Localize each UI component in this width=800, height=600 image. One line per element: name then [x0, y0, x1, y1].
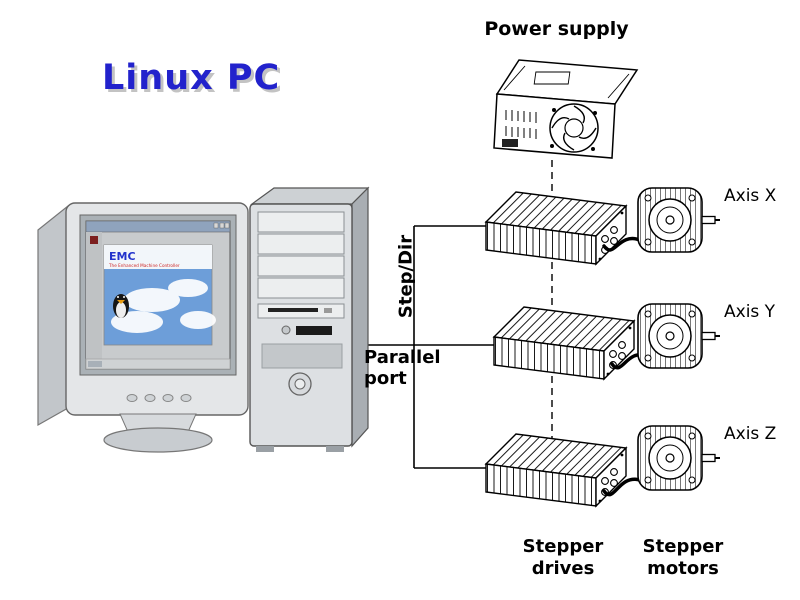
- power-supply-label: Power supply: [484, 18, 629, 40]
- axis-z-label: Axis Z: [724, 424, 777, 444]
- stepper-motor-z: [637, 425, 721, 491]
- stepper-drives-label: Stepper drives: [522, 536, 604, 579]
- step-dir-label: Step/Dir: [395, 234, 417, 319]
- stepper-motor-x: [637, 187, 721, 253]
- stepper-drive-3: [485, 433, 627, 507]
- emc-brand-text: EMC: [109, 250, 136, 263]
- floppy-drive: [257, 303, 345, 319]
- taskbar: [85, 358, 231, 370]
- stepper-drive-1: [485, 191, 627, 265]
- stepper-drive-2: [493, 306, 635, 380]
- axis-y-label: Axis Y: [724, 302, 776, 322]
- drive-bays: [257, 211, 345, 299]
- stepper-motors-label: Stepper motors: [642, 536, 724, 579]
- psu-fan-icon: [549, 103, 599, 153]
- clouds: [111, 279, 216, 333]
- tower-display-slot: [296, 326, 332, 335]
- desktop-icon: [90, 236, 98, 244]
- psu-vents: [505, 110, 537, 139]
- monitor-base: [103, 427, 213, 453]
- monitor-screen: EMC The Enhanced Machine Controller: [85, 220, 231, 370]
- psu-power-inlet: [502, 139, 518, 147]
- parallel-port-label: Parallel port: [364, 347, 441, 389]
- parallel-port-wiring-lines: [358, 225, 495, 469]
- monitor-buttons: [126, 394, 192, 402]
- emc-splash: EMC The Enhanced Machine Controller: [103, 244, 216, 346]
- crt-monitor-illustration: EMC The Enhanced Machine Controller: [37, 202, 249, 453]
- axis-x-label: Axis X: [724, 186, 777, 206]
- power-supply-illustration: [493, 59, 639, 159]
- stepper-motor-y: [637, 303, 721, 369]
- tower-small-button: [281, 325, 291, 335]
- linux-pc-title: Linux PC: [102, 58, 281, 98]
- emc-subtitle-text: The Enhanced Machine Controller: [108, 263, 180, 268]
- pc-tower-illustration: [249, 186, 370, 452]
- tower-vent-panel: [261, 343, 343, 369]
- tux-penguin: [113, 294, 129, 318]
